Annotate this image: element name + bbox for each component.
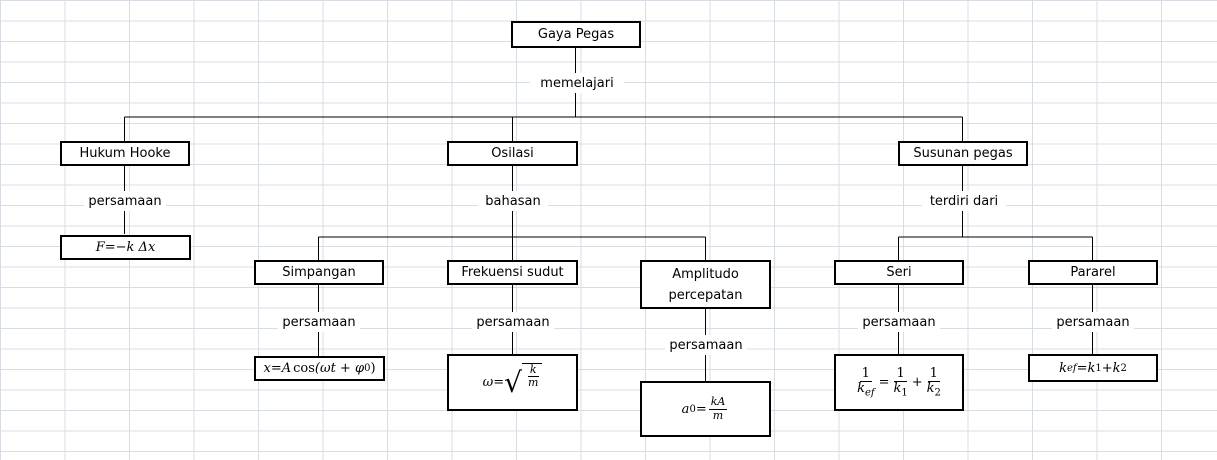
node-pararel: Pararel [1028,260,1158,285]
label-persamaan-hooke: persamaan [84,191,166,211]
node-frekuensi-sudut: Frekuensi sudut [447,260,578,285]
label-memelajari: memelajari [530,73,624,93]
node-susunan-pegas: Susunan pegas [898,141,1028,166]
label-persamaan-simpangan: persamaan [278,312,360,332]
node-osilasi: Osilasi [447,141,578,166]
node-amplitudo-percepatan: Amplitudo percepatan [640,260,771,309]
label-persamaan-pararel: persamaan [1052,312,1134,332]
node-label: Gaya Pegas [537,27,615,42]
label-persamaan-seri: persamaan [858,312,940,332]
label-bahasan: bahasan [478,191,548,211]
label-persamaan-amplitudo: persamaan [665,335,747,355]
node-hukum-hooke: Hukum Hooke [60,141,190,166]
label-persamaan-frekuensi: persamaan [472,312,554,332]
formula-hukum-hooke: F = −k Δx [60,235,191,260]
node-seri: Seri [834,260,964,285]
node-gaya-pegas: Gaya Pegas [511,21,641,48]
node-simpangan: Simpangan [254,260,384,285]
label-terdiri-dari: terdiri dari [922,191,1006,211]
